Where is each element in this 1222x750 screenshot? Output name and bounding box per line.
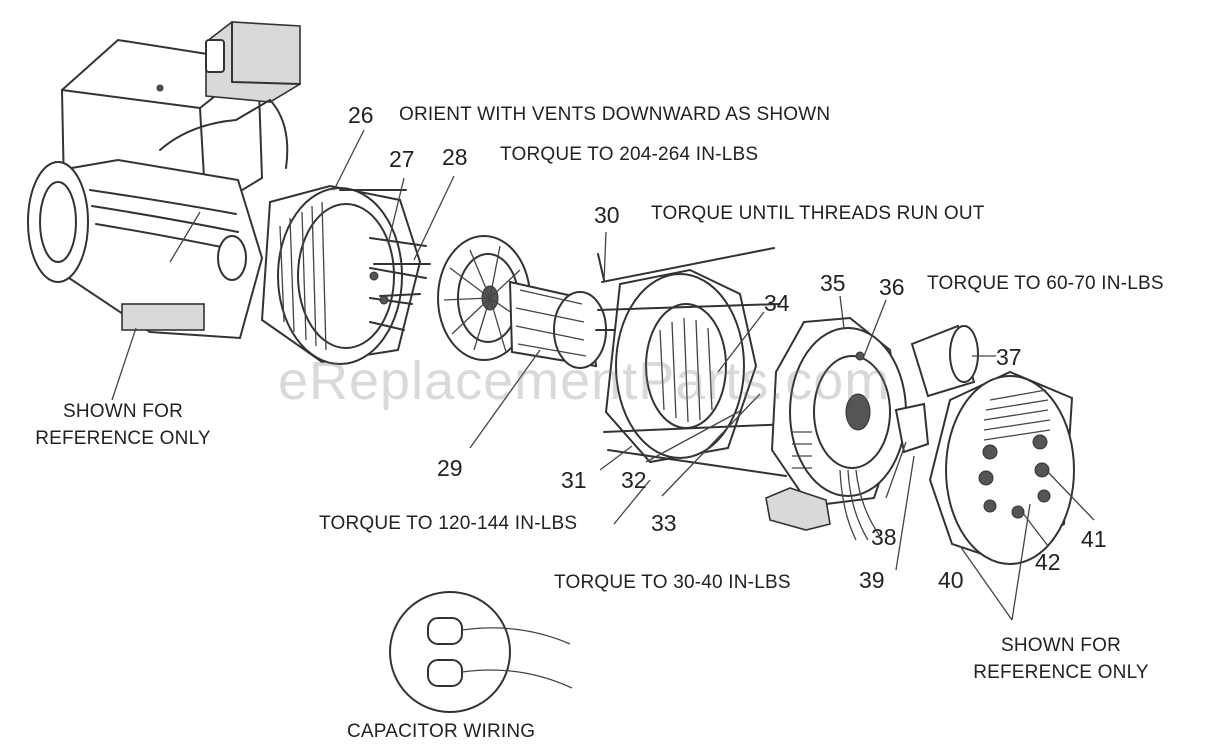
- part-label-41: 41: [1081, 526, 1107, 552]
- bearing-carrier-35: [765, 316, 930, 541]
- part-label-36: 36: [879, 274, 905, 300]
- part-label-42: 42: [1035, 549, 1061, 575]
- part-label-39: 39: [859, 567, 885, 593]
- note-reference-right-line1: SHOWN FOR: [1000, 635, 1121, 656]
- note-reference-left-line2: REFERENCE ONLY: [35, 428, 211, 449]
- note-torque-30-40: TORQUE TO 30-40 IN-LBS: [554, 572, 791, 593]
- part-label-26: 26: [348, 102, 374, 128]
- note-reference-left: SHOWN FOR REFERENCE ONLY: [18, 398, 228, 452]
- capacitor-wiring-drawing: [389, 591, 573, 713]
- part-label-40: 40: [938, 567, 964, 593]
- adapter-housing-26: [260, 184, 427, 365]
- bolts: [339, 189, 605, 297]
- part-label-37: 37: [996, 344, 1022, 370]
- part-label-28: 28: [442, 144, 468, 170]
- part-label-34: 34: [764, 290, 790, 316]
- brush-cover-37: [910, 324, 979, 398]
- part-label-27: 27: [389, 146, 415, 172]
- part-label-35: 35: [820, 270, 846, 296]
- note-orient: ORIENT WITH VENTS DOWNWARD AS SHOWN: [399, 104, 831, 125]
- note-torque-60-70: TORQUE TO 60-70 IN-LBS: [927, 273, 1164, 294]
- part-label-38: 38: [871, 524, 897, 550]
- watermark: eReplacementParts.com: [278, 351, 891, 411]
- leader-lines: [111, 129, 1095, 621]
- part-label-31: 31: [561, 467, 587, 493]
- note-torque-120-144: TORQUE TO 120-144 IN-LBS: [319, 513, 578, 534]
- part-label-30: 30: [594, 202, 620, 228]
- stator-31: [597, 247, 791, 477]
- end-cover-40: [928, 370, 1075, 565]
- note-reference-right-line2: REFERENCE ONLY: [973, 662, 1149, 683]
- cooling-fan: [437, 235, 531, 361]
- note-capacitor-wiring: CAPACITOR WIRING: [347, 721, 536, 742]
- part-label-33: 33: [651, 510, 677, 536]
- note-reference-left-line1: SHOWN FOR: [62, 401, 183, 422]
- part-label-29: 29: [437, 455, 463, 481]
- rotor-29: [508, 280, 617, 369]
- note-reference-right: SHOWN FOR REFERENCE ONLY: [955, 632, 1167, 686]
- note-torque-threads: TORQUE UNTIL THREADS RUN OUT: [651, 203, 985, 224]
- engine-reference: [27, 21, 301, 340]
- note-torque-204-264: TORQUE TO 204-264 IN-LBS: [500, 144, 759, 165]
- part-label-32: 32: [621, 467, 647, 493]
